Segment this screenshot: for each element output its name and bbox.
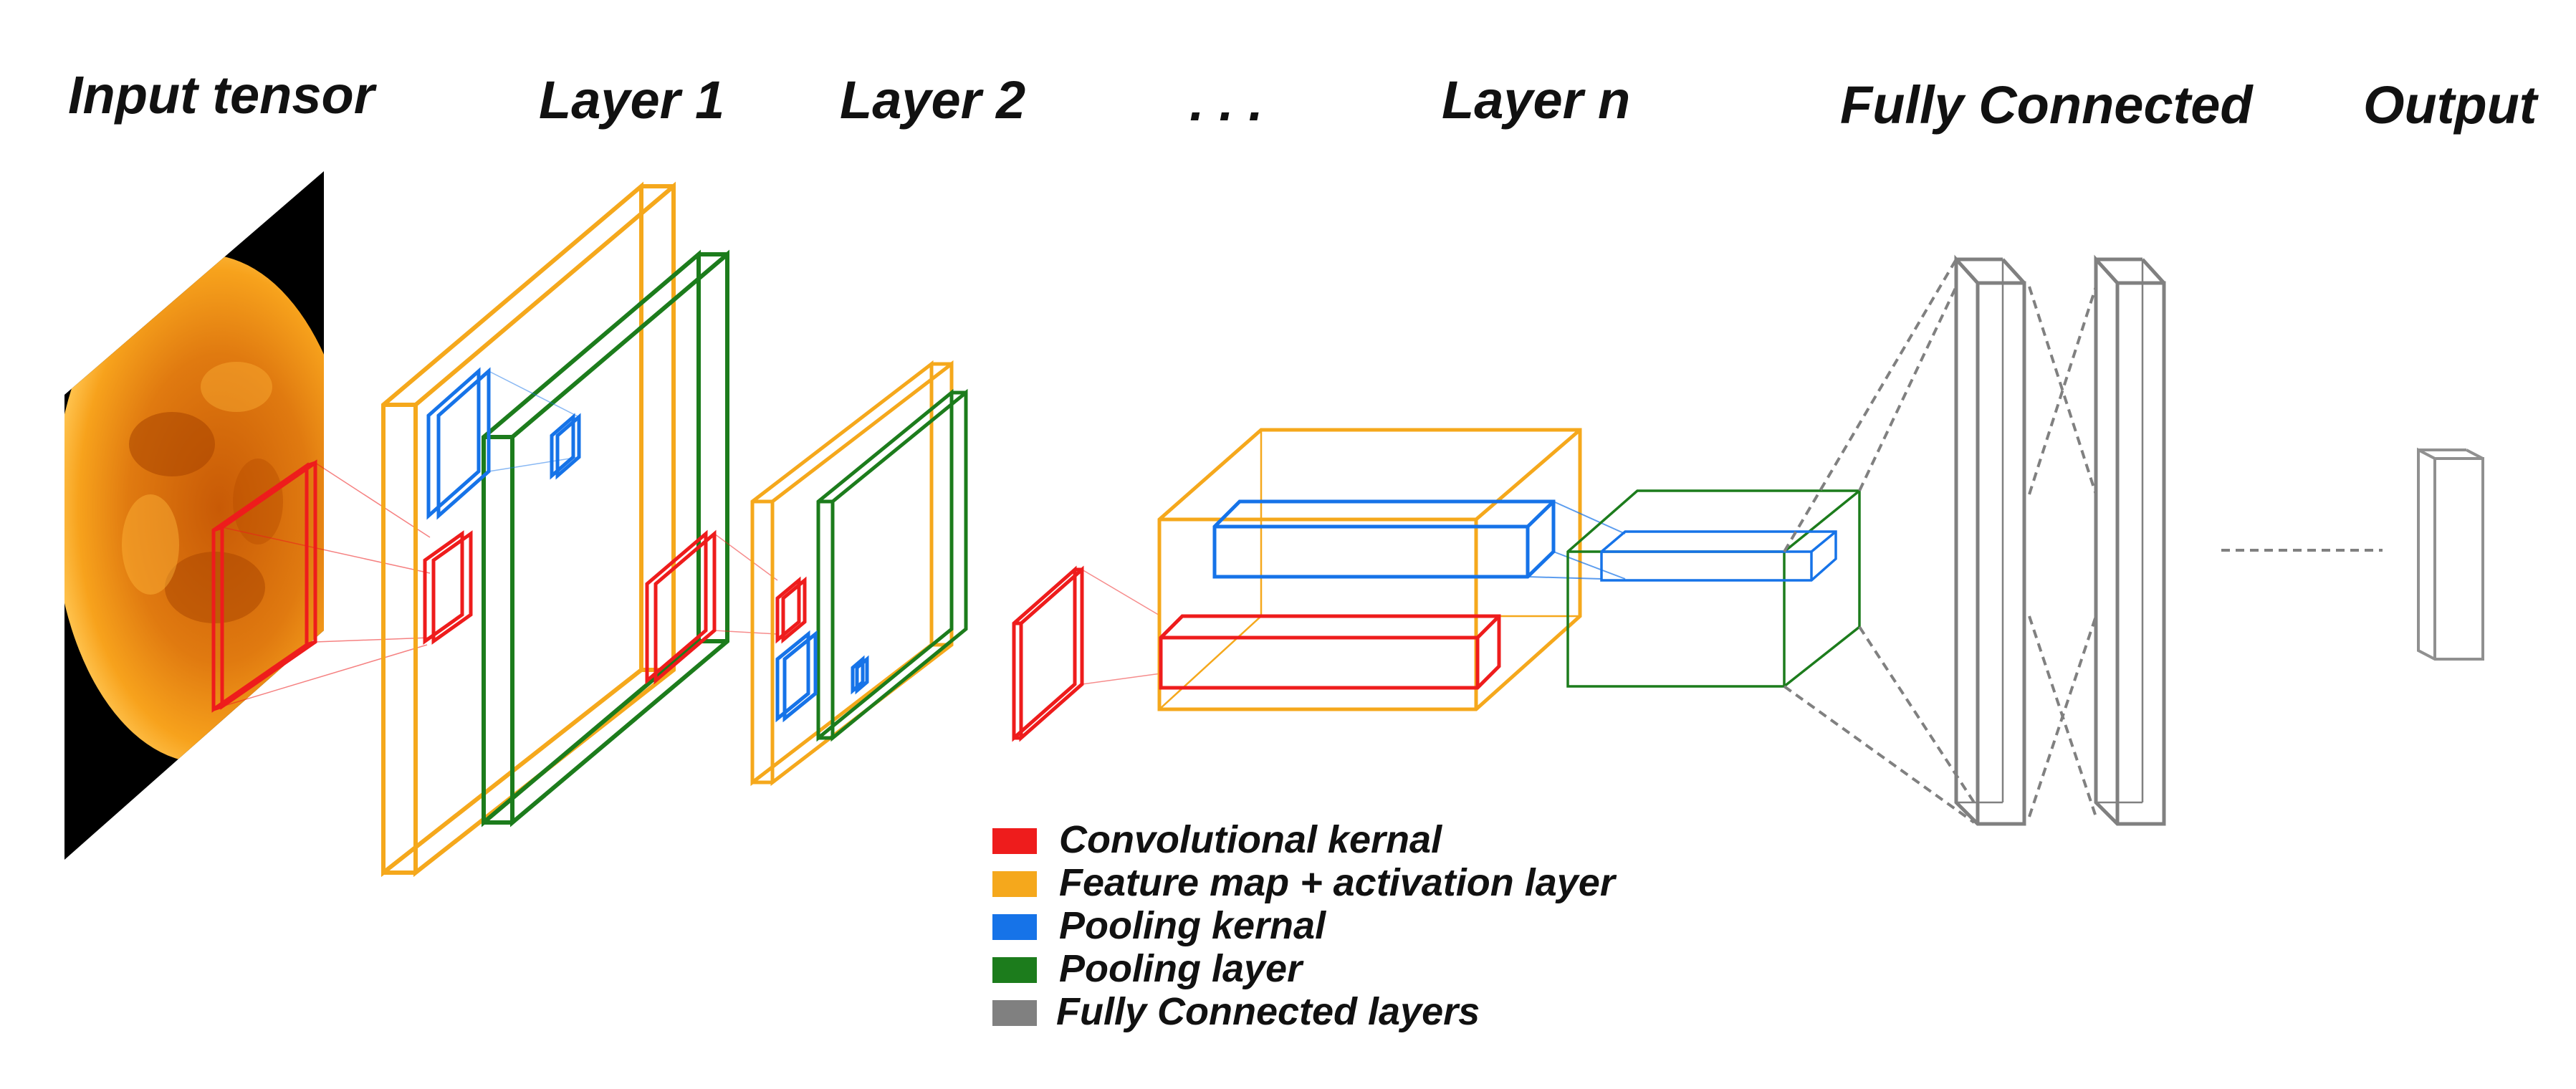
- layer-n-pooling-layer: [1568, 491, 1859, 686]
- fc-column-2: [2096, 259, 2164, 824]
- layer-1-conv-kernel: [425, 534, 714, 681]
- layer-n-kernel-projection: [1082, 570, 1161, 684]
- fc-column-1: [1956, 259, 2024, 824]
- legend-label-fc-layers: Fully Connected layers: [1056, 990, 1480, 1033]
- legend-item-pooling-layer: Pooling layer: [992, 947, 1304, 990]
- layer-1-feature-map: [383, 186, 674, 873]
- legend-label-feature-map: Feature map + activation layer: [1059, 861, 1617, 904]
- legend-swatch-conv-kernel: [992, 828, 1037, 854]
- layer-2-pooling-layer: [818, 393, 966, 738]
- fc-connections: [1784, 259, 2383, 822]
- fully-connected-title: Fully Connected: [1840, 75, 2254, 135]
- legend-item-feature-map: Feature map + activation layer: [992, 861, 1617, 904]
- sun-image: [54, 171, 355, 860]
- layer-2-conv-kernel: [777, 580, 805, 640]
- layer-n-title: Layer n: [1442, 70, 1630, 130]
- legend-label-conv-kernel: Convolutional kernal: [1059, 818, 1442, 861]
- legend: Convolutional kernal Feature map + activ…: [992, 818, 1617, 1033]
- layer-n-pooling-kernel-box: [1215, 502, 1553, 577]
- ellipsis-title: . . .: [1189, 72, 1263, 132]
- legend-label-pooling-kernel: Pooling kernal: [1059, 904, 1326, 947]
- layer-n-feature-map: [1159, 430, 1580, 709]
- layer-2-title: Layer 2: [840, 70, 1025, 130]
- legend-swatch-pooling-layer: [992, 957, 1037, 983]
- legend-swatch-fc-layers: [992, 1000, 1037, 1026]
- legend-swatch-pooling-kernel: [992, 914, 1037, 940]
- output-column: [2418, 450, 2483, 659]
- legend-label-pooling-layer: Pooling layer: [1059, 947, 1304, 990]
- legend-item-pooling-kernel: Pooling kernal: [992, 904, 1326, 947]
- output-title: Output: [2363, 75, 2539, 135]
- layer-n-conv-kernel: [1014, 570, 1082, 738]
- input-tensor-title: Input tensor: [68, 65, 378, 125]
- layer-1-kernel-projection: [714, 534, 777, 634]
- legend-item-fc-layers: Fully Connected layers: [992, 990, 1480, 1033]
- layer-n-conv-kernel-box: [1161, 616, 1499, 688]
- layer-1-title: Layer 1: [539, 70, 724, 130]
- legend-swatch-feature-map: [992, 871, 1037, 897]
- legend-item-conv-kernel: Convolutional kernal: [992, 818, 1442, 861]
- layer-1-pooling-kernel: [428, 371, 579, 516]
- layer-1-pooling-layer: [484, 254, 727, 822]
